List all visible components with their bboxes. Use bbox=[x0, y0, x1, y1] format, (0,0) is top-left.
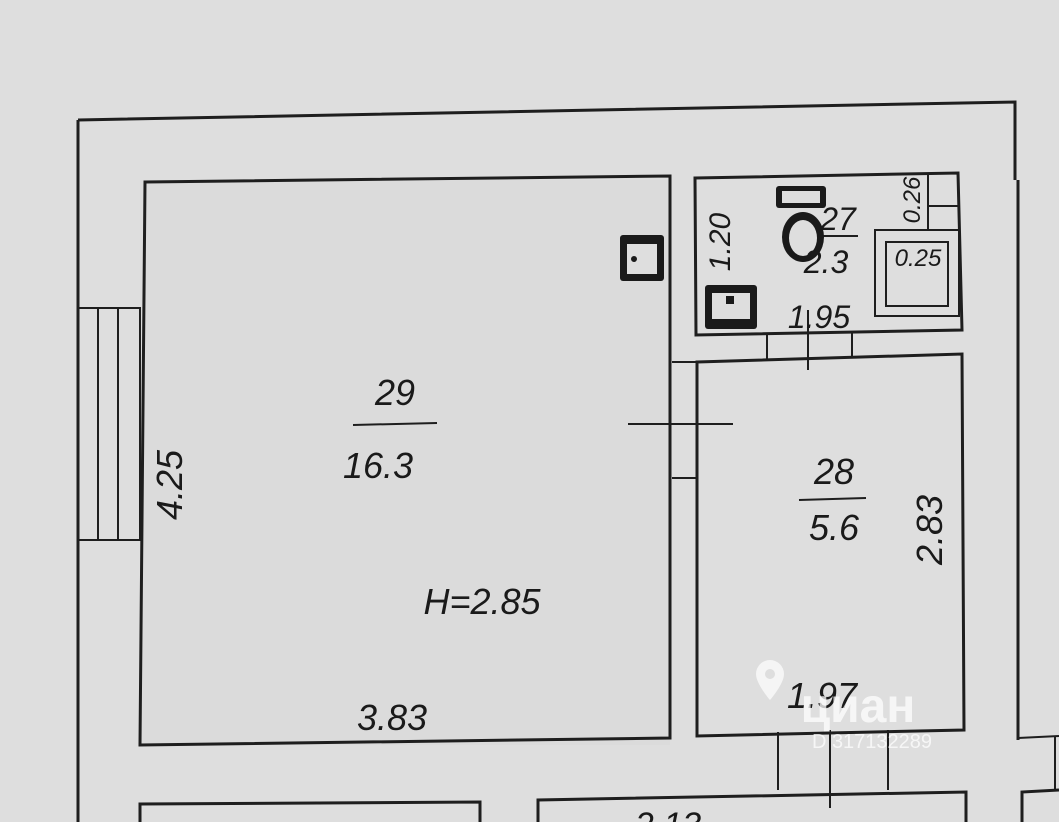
map-pin-icon bbox=[756, 660, 784, 700]
room-29-outline bbox=[138, 174, 672, 747]
room-27-outline bbox=[693, 171, 964, 337]
sink-icon bbox=[620, 235, 664, 281]
lower-room-right bbox=[1020, 788, 1059, 822]
closet bbox=[874, 229, 960, 317]
room-27-dim-bottom: 1.95 bbox=[788, 299, 850, 335]
toilet-icon bbox=[776, 186, 826, 262]
watermark-brand: циан bbox=[801, 680, 916, 733]
lower-room-left bbox=[138, 800, 482, 822]
room-27-number: 27 bbox=[819, 201, 857, 237]
watermark-id: D 317132289 bbox=[812, 731, 932, 753]
room-28-dim-bottom: 1.97 bbox=[787, 675, 859, 716]
room-29-number: 29 bbox=[374, 372, 415, 413]
room-29-dim-side: 4.25 bbox=[149, 449, 190, 520]
partial-bottom-dim: 2.13 bbox=[634, 806, 701, 822]
lower-room-middle bbox=[536, 790, 968, 822]
washbasin-icon bbox=[705, 285, 757, 329]
closet-dim-inner: 0.25 bbox=[895, 245, 942, 272]
outer-wall bbox=[77, 100, 1017, 180]
room-27-dim-side: 1.20 bbox=[704, 212, 737, 271]
watermark: циан D 317132289 bbox=[756, 660, 932, 753]
room-27-area: 2.3 bbox=[803, 244, 849, 280]
closet-dim-top: 0.26 bbox=[899, 176, 926, 223]
room-28-outline bbox=[695, 352, 966, 738]
room-28-number: 28 bbox=[813, 451, 854, 492]
window bbox=[77, 307, 141, 541]
room-29-dim-bottom: 3.83 bbox=[357, 697, 427, 738]
room-28-area: 5.6 bbox=[809, 507, 860, 548]
room-28-dim-side: 2.83 bbox=[909, 495, 950, 566]
room-29-height: H=2.85 bbox=[423, 581, 541, 622]
room-29-area: 16.3 bbox=[343, 445, 413, 486]
